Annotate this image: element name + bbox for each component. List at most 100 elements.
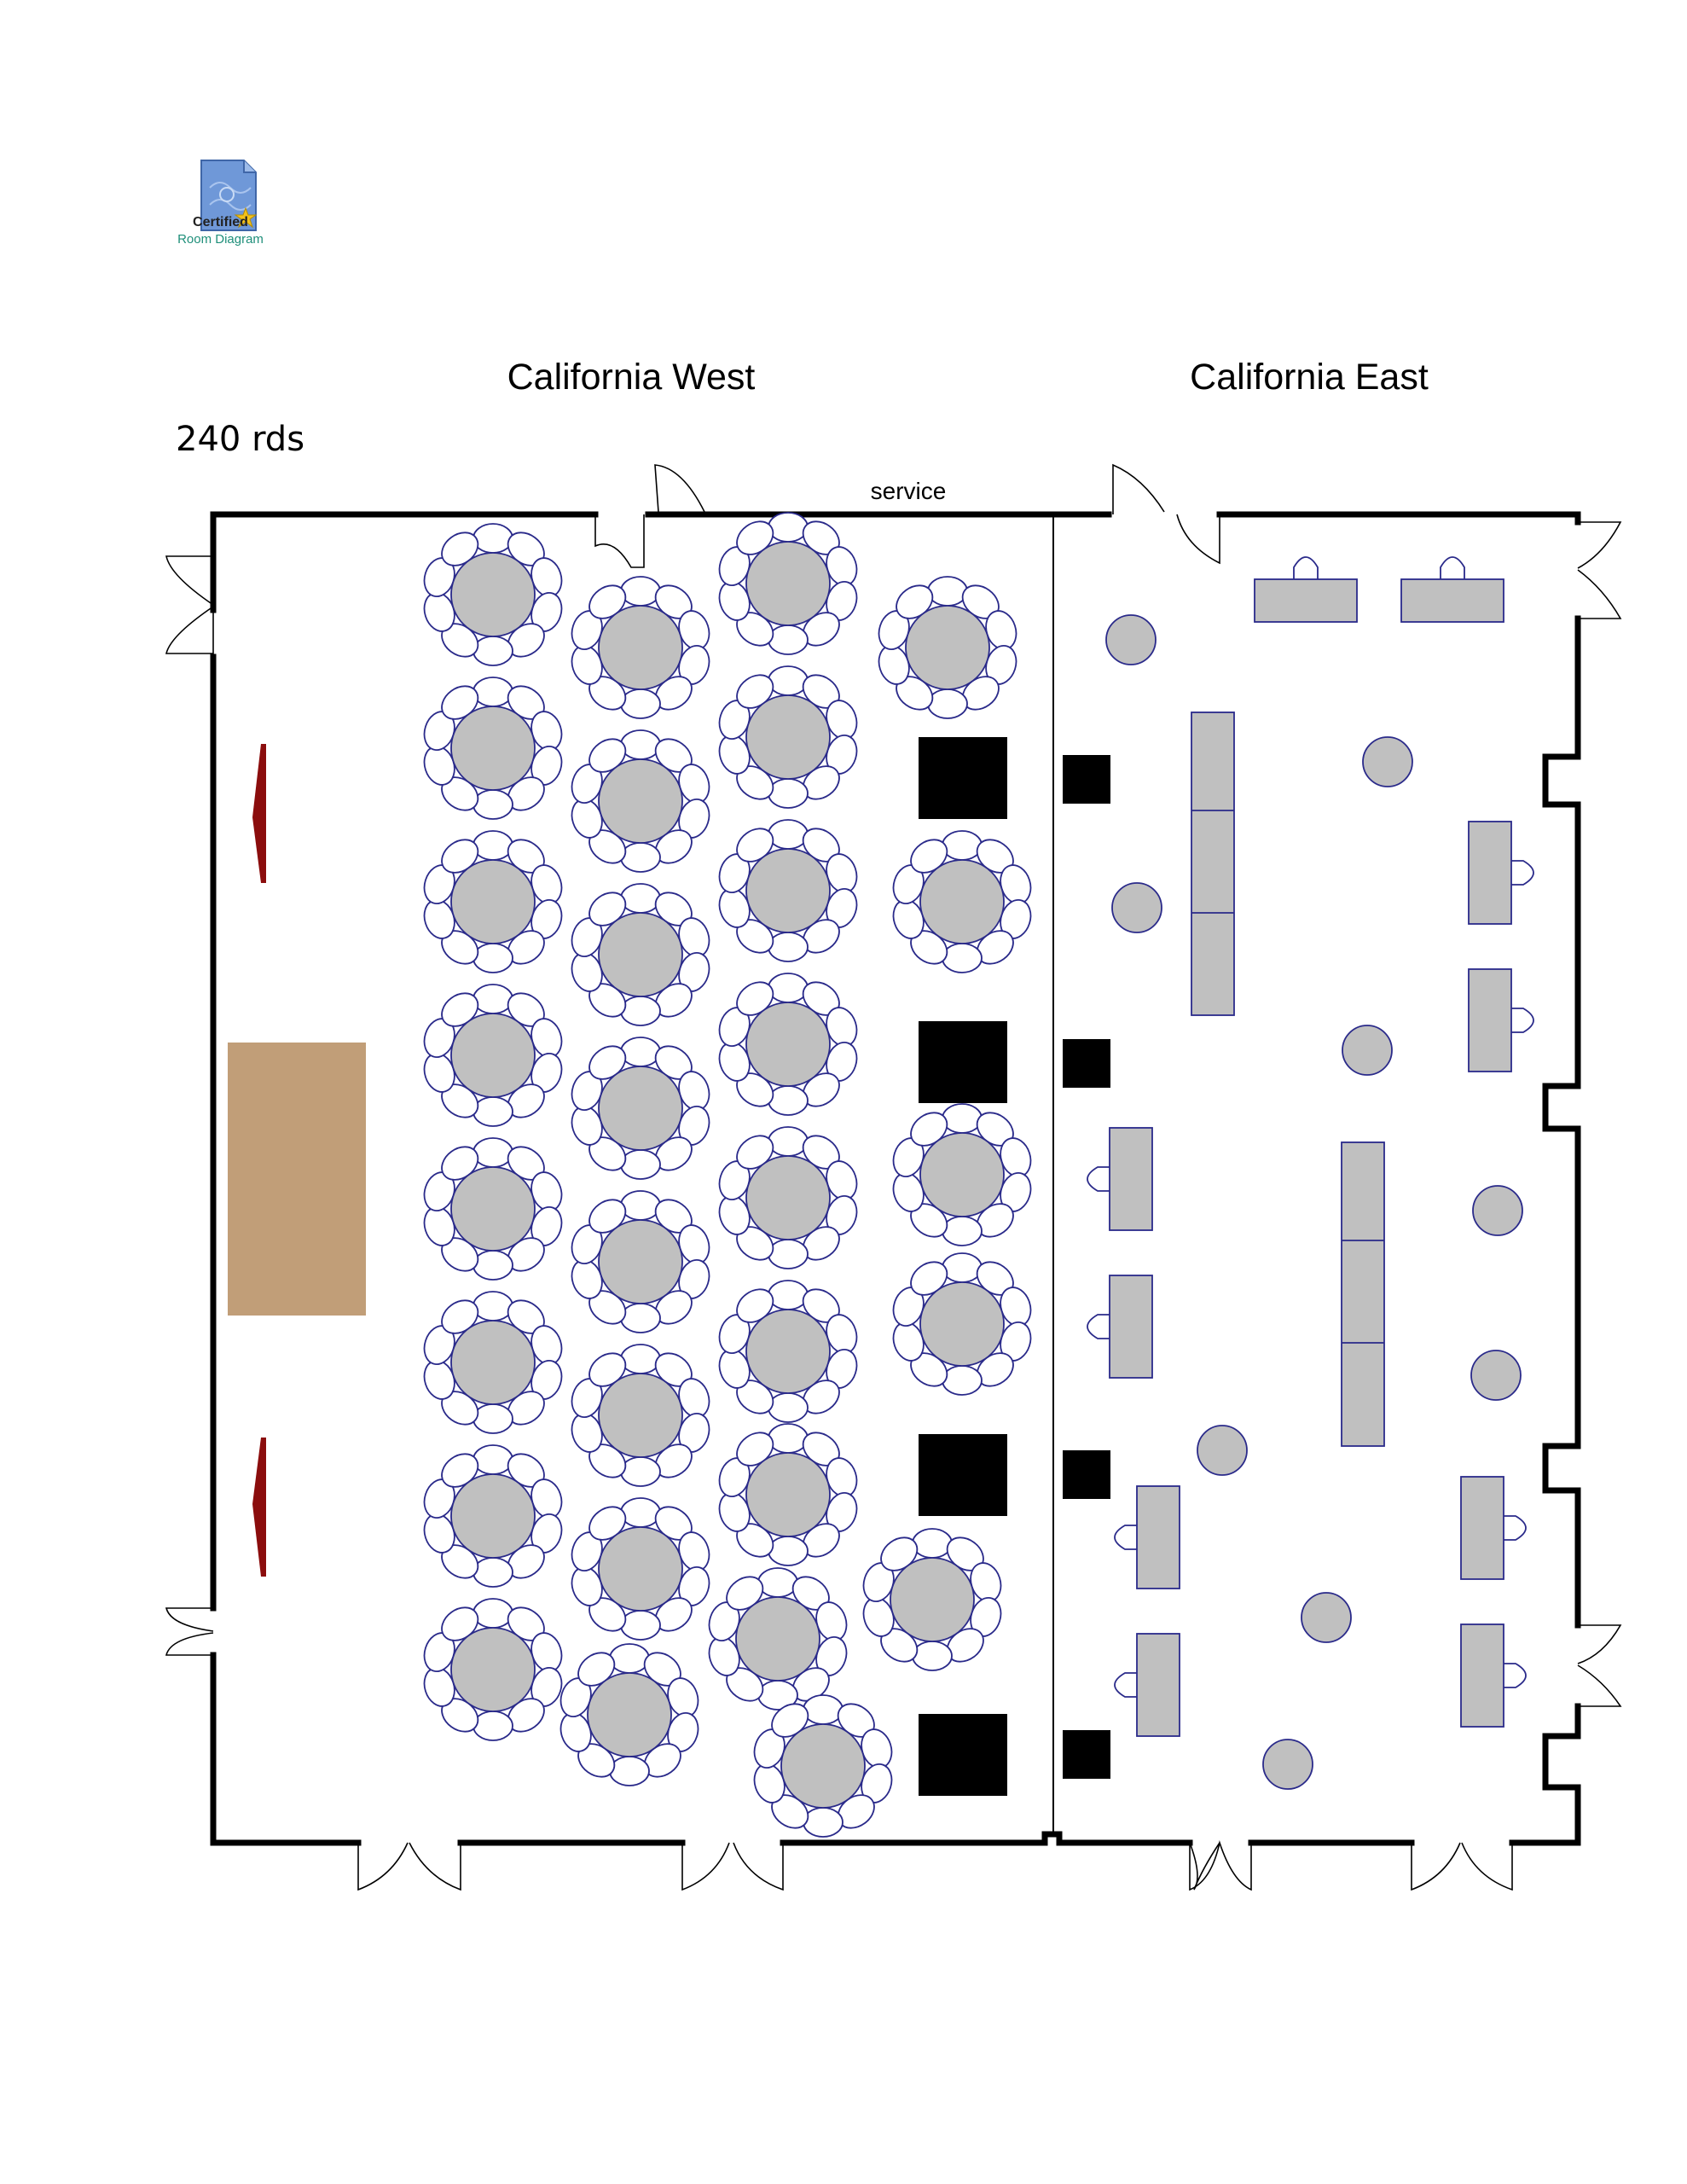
chair: [1114, 1672, 1137, 1698]
small-table: [1460, 1476, 1527, 1580]
round-table: [571, 883, 710, 1026]
chair: [620, 842, 661, 873]
round-table: [571, 1037, 710, 1180]
round-table: [571, 729, 710, 873]
chair: [1511, 860, 1534, 886]
chair: [768, 973, 809, 1003]
chair: [472, 1403, 513, 1434]
table-top: [890, 1557, 975, 1642]
buffet-table-right: [1341, 1141, 1385, 1447]
table-top: [745, 541, 831, 626]
table-top: [1400, 578, 1504, 623]
chair: [620, 1344, 661, 1374]
projection-screen-lower: [252, 1438, 266, 1577]
chair: [1440, 556, 1465, 579]
chair: [768, 819, 809, 850]
round-table: [878, 576, 1017, 719]
cocktail-table: [1470, 1350, 1522, 1401]
black-square: [919, 1021, 1007, 1103]
chair: [1504, 1663, 1527, 1688]
badge-title: Certified: [193, 215, 248, 229]
chair: [472, 1711, 513, 1741]
round-table: [423, 1291, 563, 1434]
chair: [768, 665, 809, 696]
chair: [620, 996, 661, 1026]
chair: [620, 1497, 661, 1528]
table-top: [587, 1672, 672, 1757]
chair: [768, 1085, 809, 1116]
table-top: [450, 1473, 536, 1559]
chair: [942, 943, 983, 973]
chair: [942, 1216, 983, 1246]
chair: [803, 1807, 844, 1838]
chair: [768, 1126, 809, 1157]
chair: [472, 523, 513, 554]
chair: [472, 636, 513, 666]
chair: [768, 1239, 809, 1269]
chair: [620, 883, 661, 914]
table-top: [1468, 968, 1512, 1072]
chair: [1511, 1008, 1534, 1033]
chair: [472, 1444, 513, 1475]
chair: [942, 830, 983, 861]
table-top: [1460, 1476, 1504, 1580]
table-top: [745, 694, 831, 780]
round-table: [423, 830, 563, 973]
chair: [620, 1190, 661, 1221]
chair: [620, 1037, 661, 1067]
round-table: [571, 576, 710, 719]
round-table: [892, 1103, 1032, 1246]
round-table: [423, 1598, 563, 1741]
stage: [228, 1043, 366, 1316]
cocktail-table: [1105, 614, 1157, 665]
chair: [1114, 1525, 1137, 1550]
chair: [472, 1096, 513, 1127]
table-top: [1254, 578, 1358, 623]
chair: [912, 1528, 953, 1559]
cocktail-tables: [1105, 614, 1523, 1790]
small-black-square: [1063, 1730, 1110, 1779]
small-table: [1254, 556, 1358, 623]
small-table: [1460, 1623, 1527, 1728]
round-table: [423, 677, 563, 820]
round-table: [892, 830, 1032, 973]
chair: [768, 1392, 809, 1423]
table-top: [450, 552, 536, 637]
table-top: [450, 1166, 536, 1252]
small-table: [1468, 968, 1534, 1072]
chair: [768, 778, 809, 809]
table-top: [745, 1452, 831, 1537]
black-squares: [919, 737, 1110, 1796]
table-top: [905, 605, 990, 690]
table-top: [745, 1309, 831, 1394]
chair: [472, 1250, 513, 1281]
chair: [942, 1365, 983, 1396]
table-top: [745, 1002, 831, 1087]
projection-screen-upper: [252, 744, 266, 883]
table-top: [1460, 1623, 1504, 1728]
chair: [620, 729, 661, 760]
chair: [472, 1557, 513, 1588]
chair: [620, 1610, 661, 1641]
table-top: [1136, 1485, 1180, 1589]
table-top: [450, 1627, 536, 1712]
table-top: [598, 605, 683, 690]
chair: [757, 1567, 798, 1598]
badge-subtitle: Room Diagram: [177, 232, 264, 247]
chair: [768, 1423, 809, 1454]
table-top: [919, 1132, 1005, 1217]
chair: [620, 1149, 661, 1180]
table-top: [598, 912, 683, 997]
chair: [472, 943, 513, 973]
cocktail-table: [1197, 1425, 1248, 1476]
small-table: [1114, 1633, 1180, 1737]
round-table: [423, 1137, 563, 1281]
table-top: [450, 706, 536, 791]
chair: [768, 932, 809, 962]
round-table: [423, 523, 563, 666]
chair: [912, 1641, 953, 1671]
round-table: [571, 1344, 710, 1487]
walls: [210, 511, 1581, 1846]
table-top: [745, 848, 831, 933]
